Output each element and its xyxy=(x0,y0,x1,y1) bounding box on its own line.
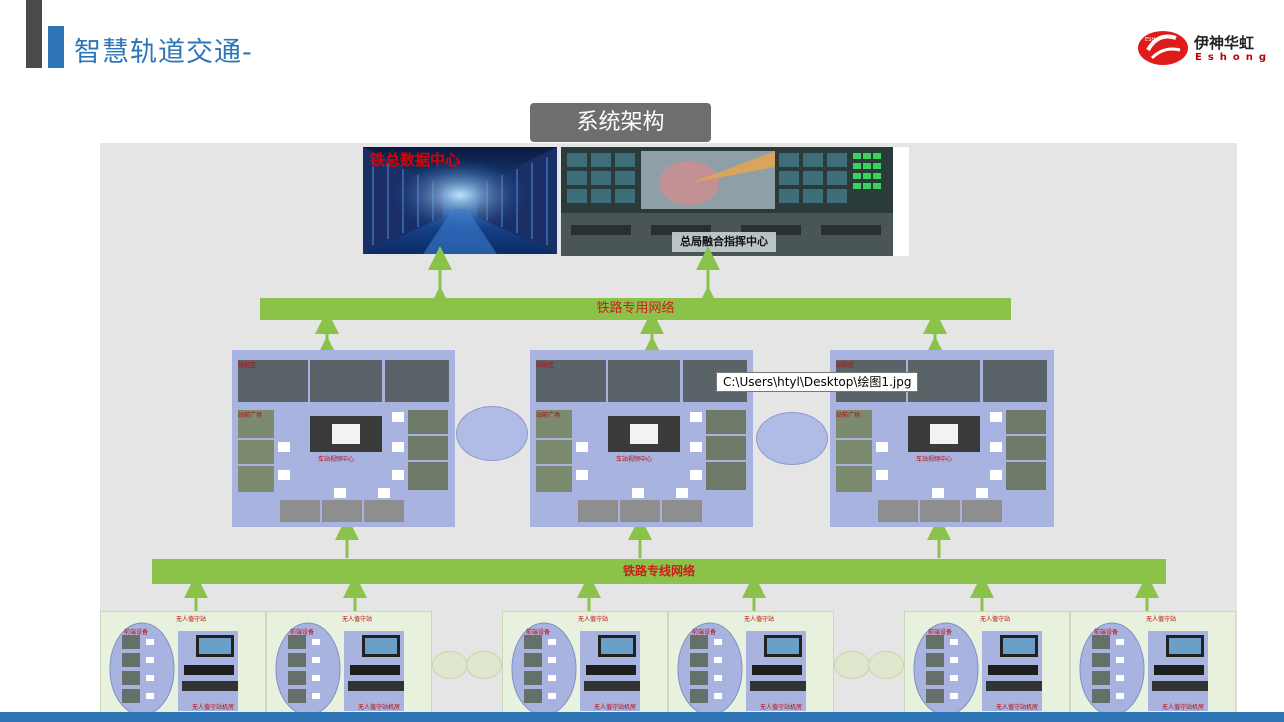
logo-text-en: Eshong xyxy=(1195,52,1273,63)
station-1-center-label: 车站视频中心 xyxy=(318,456,355,463)
leaf-2-bottom-label: 无人值守站机房 xyxy=(358,704,401,711)
leaf-6-bottom-label: 无人值守站机房 xyxy=(1162,704,1205,711)
leaf-1-top-label: 无人值守站 xyxy=(176,616,207,623)
station-panel-2 xyxy=(530,350,753,527)
station-3-center-label: 车站视频中心 xyxy=(916,456,953,463)
station-panel-1-thumbnails xyxy=(238,360,449,522)
header-accent-bar-dark xyxy=(26,0,42,68)
station-panel-3-thumbnails xyxy=(836,360,1047,522)
eshong-logo-icon: ESH xyxy=(1138,31,1188,65)
station-1-square-label: 站前广场 xyxy=(238,412,263,419)
station-2-square-label: 站前广场 xyxy=(536,412,561,419)
network-cloud-2 xyxy=(756,412,828,465)
leaf-2-monitor-label: 前端设备 xyxy=(290,629,315,636)
station-3-monitor-label: 站前区 xyxy=(836,362,855,369)
station-2-monitor-label: 站前区 xyxy=(536,362,555,369)
station-3-square-label: 站前广场 xyxy=(836,412,861,419)
leaf-5-bottom-label: 无人值守站机房 xyxy=(996,704,1039,711)
leaf-3-top-label: 无人值守站 xyxy=(578,616,609,623)
leaf-1-monitor-label: 前端设备 xyxy=(124,629,149,636)
leaf-cloud-2b xyxy=(868,651,904,679)
leaf-5-monitor-label: 前端设备 xyxy=(928,629,953,636)
leaf-4-monitor-label: 前端设备 xyxy=(692,629,717,636)
station-panel-1 xyxy=(232,350,455,527)
leaf-3-monitor-label: 前端设备 xyxy=(526,629,551,636)
railway-dedicated-network-bar: 铁路专线网络 xyxy=(152,559,1166,584)
leaf-3-bottom-label: 无人值守站机房 xyxy=(594,704,637,711)
station-panel-2-thumbnails xyxy=(536,360,747,522)
page-title: 智慧轨道交通- xyxy=(74,37,253,68)
svg-text:ESH: ESH xyxy=(1145,37,1155,43)
footer-bar xyxy=(0,712,1284,722)
leaf-1-bottom-label: 无人值守站机房 xyxy=(192,704,235,711)
leaf-6-top-label: 无人值守站 xyxy=(1146,616,1177,623)
leaf-cloud-2a xyxy=(834,651,870,679)
leaf-2-top-label: 无人值守站 xyxy=(342,616,373,623)
leaf-6-monitor-label: 前端设备 xyxy=(1094,629,1119,636)
leaf-cloud-1a xyxy=(432,651,468,679)
data-center-label: 铁总数据中心 xyxy=(370,151,461,169)
leaf-5-top-label: 无人值守站 xyxy=(980,616,1011,623)
network-cloud-1 xyxy=(456,406,528,461)
header-accent-bar-blue xyxy=(48,26,64,68)
railway-private-network-bar: 铁路专用网络 xyxy=(260,298,1011,320)
station-panel-3 xyxy=(830,350,1054,527)
leaf-4-bottom-label: 无人值守站机房 xyxy=(760,704,803,711)
station-2-center-label: 车站视频中心 xyxy=(616,456,653,463)
logo-text-cn: 伊神华虹 xyxy=(1194,34,1255,52)
leaf-4-top-label: 无人值守站 xyxy=(744,616,775,623)
leaf-cloud-1b xyxy=(466,651,502,679)
section-title: 系统架构 xyxy=(530,103,711,142)
station-1-monitor-label: 站前区 xyxy=(238,362,257,369)
data-center-image xyxy=(363,147,557,254)
file-path-tooltip: C:\Users\htyl\Desktop\绘图1.jpg xyxy=(716,372,919,392)
